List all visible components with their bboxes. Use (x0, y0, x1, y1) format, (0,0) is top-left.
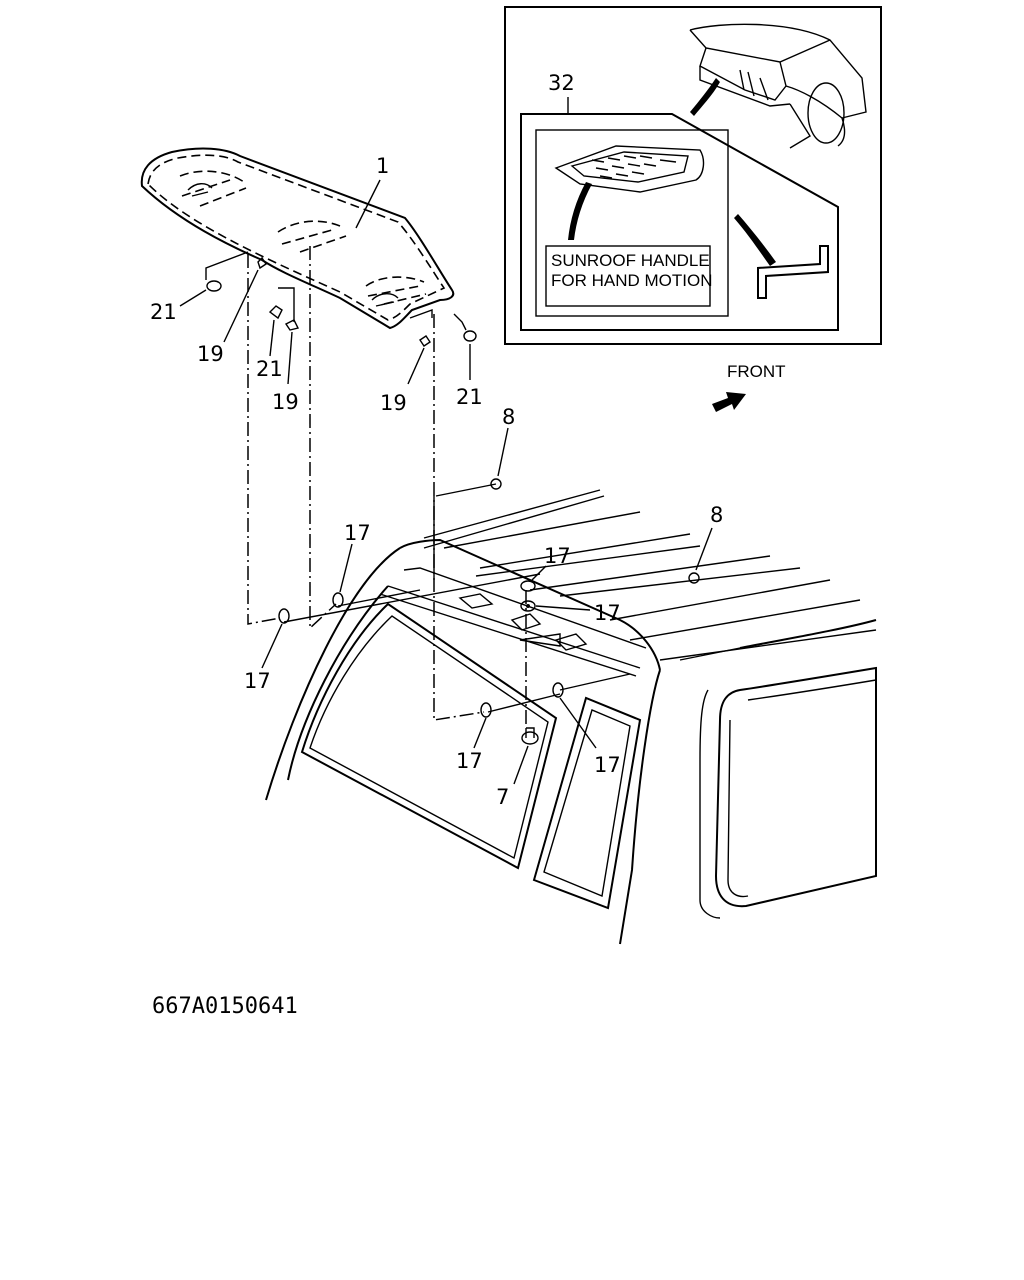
washer-17-e (480, 702, 492, 718)
clip-21-right (463, 330, 477, 342)
inset-caption-box (545, 245, 711, 307)
clip-19-right (419, 335, 431, 347)
callout-7: 7 (496, 785, 509, 809)
inset-frame (504, 6, 882, 345)
front-label: FRONT (727, 362, 786, 381)
callout-17-a: 17 (244, 669, 271, 693)
callout-21-left: 21 (150, 300, 177, 324)
callout-19-right: 19 (380, 391, 407, 415)
clip-19-mid (284, 319, 300, 331)
callout-8-right: 8 (710, 503, 723, 527)
clip-21-mid (268, 305, 283, 320)
inset-panel: 32 SUNROOF HANDLE FOR HAND MOTION (504, 6, 882, 345)
callout-8-top: 8 (502, 405, 515, 429)
handle-wrench-illustration (734, 214, 829, 299)
rear-window-right (532, 696, 642, 910)
quarter-window (714, 666, 877, 908)
bolt-7 (521, 727, 539, 745)
callout-21-right: 21 (456, 385, 483, 409)
washer-17-f (552, 682, 564, 698)
clip-19-left (257, 256, 267, 270)
assembly-lines (247, 246, 631, 726)
inset-handle-card (535, 129, 729, 317)
callout-17-c: 17 (544, 544, 571, 568)
inset-handle-panel (520, 113, 839, 331)
callout-21-mid: 21 (256, 357, 283, 381)
callout-19-left: 19 (197, 342, 224, 366)
callout-17-d: 17 (594, 601, 621, 625)
front-arrow-icon (712, 392, 746, 412)
callout-17-b: 17 (344, 521, 371, 545)
callout-17-f: 17 (594, 753, 621, 777)
roof-body (265, 489, 877, 945)
callout-32: 32 (548, 71, 575, 95)
inset-caption-line1: SUNROOF HANDLE (551, 251, 710, 270)
headliner-panel: 1 (140, 147, 455, 330)
inset-car-illustration (689, 23, 867, 149)
callout-19-mid: 19 (272, 390, 299, 414)
washer-17-d (520, 600, 536, 612)
washer-17-a (278, 608, 290, 624)
fasteners: 8 8 17 17 17 17 17 17 7 (244, 405, 723, 809)
nut-8-right (688, 572, 700, 584)
washer-17-c (520, 580, 536, 592)
nut-8-top (490, 478, 502, 490)
rear-window-left (300, 602, 558, 870)
clip-21-left (206, 280, 222, 292)
diagram-code: 667A0150641 (152, 994, 298, 1019)
inset-caption-line2: FOR HAND MOTION (551, 271, 713, 290)
callout-17-e: 17 (456, 749, 483, 773)
callout-1: 1 (376, 154, 389, 178)
washer-17-b (332, 592, 344, 608)
clips-group: 21 19 21 19 19 21 (150, 251, 483, 415)
sunroof-handle-illustration (554, 145, 705, 240)
